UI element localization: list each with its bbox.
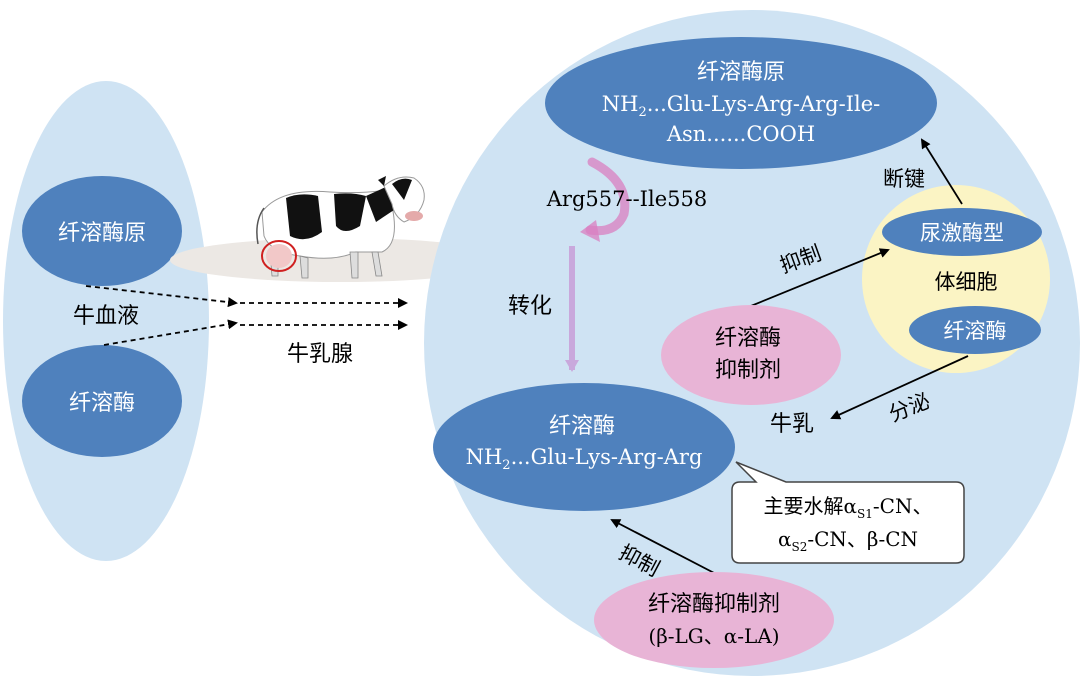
udder-highlight-circle (261, 240, 297, 272)
urokinase-text: 尿激酶型 (920, 221, 1004, 245)
left-plasmin-text: 纤溶酶 (69, 391, 135, 416)
inhibit-arrow-bottom (610, 519, 719, 576)
plasmin-inhibitor-right-line1: 纤溶酶 (715, 326, 781, 351)
plasmin-inhibitor-bottom-line2: (β-LG、α-LA) (648, 624, 779, 648)
cleavage-curve-arrowhead (580, 220, 600, 242)
somatic-plasmin-text: 纤溶酶 (944, 319, 1007, 343)
urokinase-ellipse (882, 208, 1042, 256)
milk-label: 牛乳 (770, 412, 814, 437)
plasmin-inhibitor-right-ellipse (661, 305, 841, 405)
hydrolysis-callout-box (731, 461, 965, 564)
plasminogen-title: 纤溶酶原 (697, 60, 785, 85)
hydrolysis-line2: αS2-CN、β-CN (778, 527, 918, 554)
somatic-plasmin-ellipse (909, 306, 1041, 354)
hydrolysis-line1: 主要水解αS1-CN、 (764, 494, 933, 521)
plasminogen-sequence-line1: NH2...Glu-Lys-Arg-Arg-Ile- (602, 92, 880, 120)
plasmin-ellipse (433, 383, 735, 511)
cleavage-site-label: Arg557--Ile558 (546, 187, 707, 211)
plasmin-title: 纤溶酶 (549, 414, 615, 439)
blood-label: 牛血液 (73, 304, 139, 329)
somatic-cell-label: 体细胞 (935, 270, 998, 294)
dashed-arrow-2 (103, 319, 238, 346)
bond-break-label: 断键 (883, 167, 925, 191)
left-plasminogen-ellipse (22, 176, 182, 286)
secrete-arrow (830, 355, 969, 420)
plasmin-inhibitor-bottom-line1: 纤溶酶抑制剂 (648, 592, 780, 617)
plasminogen-sequence-line2: Asn......COOH (666, 122, 815, 146)
dashed-arrow-1 (85, 285, 238, 308)
plasmin-inhibitor-right-line2: 抑制剂 (715, 358, 781, 383)
inhibit-arrow-right (745, 248, 890, 309)
left-plasmin-ellipse (22, 345, 182, 457)
cow-illustration (170, 176, 510, 282)
plasminogen-ellipse (545, 37, 937, 169)
cleavage-curve-arrow (585, 157, 630, 236)
bond-break-arrow (920, 138, 963, 205)
plasmin-inhibitor-bottom-ellipse (594, 572, 834, 668)
left-plasminogen-text: 纤溶酶原 (58, 221, 146, 246)
conversion-label: 转化 (508, 294, 552, 319)
plasmin-sequence: NH2...Glu-Lys-Arg-Arg (466, 445, 703, 473)
mammary-gland-label: 牛乳腺 (287, 342, 353, 367)
